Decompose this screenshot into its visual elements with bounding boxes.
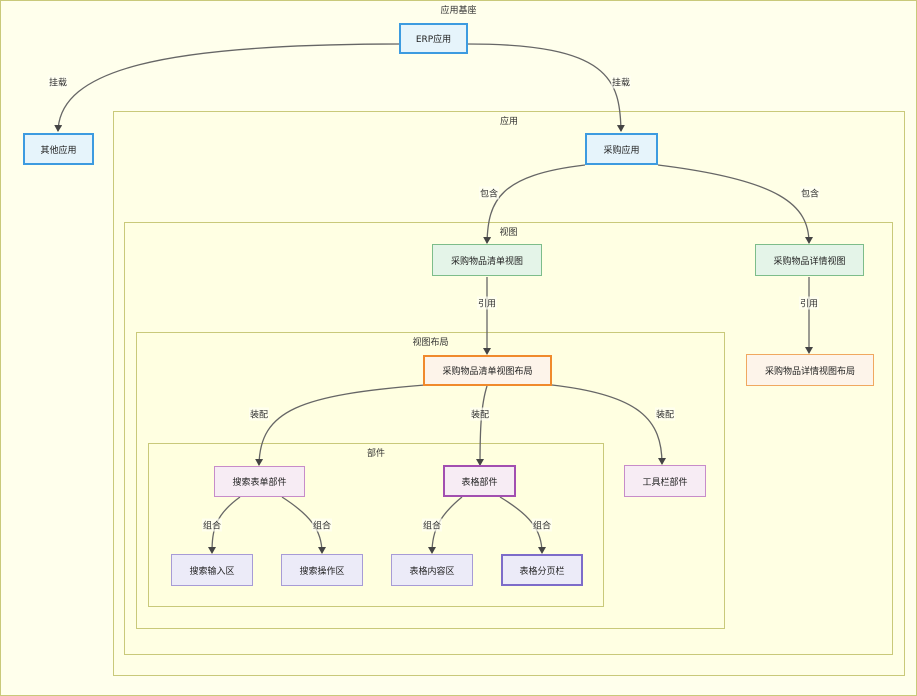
node-detail-layout: 采购物品详情视图布局: [746, 354, 874, 386]
cluster-app-base-title: 应用基座: [440, 6, 477, 16]
edge-label-contain-left: 包含: [478, 186, 500, 200]
edge-label-compose-4: 组合: [531, 518, 553, 532]
node-table-content-label: 表格内容区: [409, 566, 455, 577]
edge-label-mount-right: 挂载: [610, 75, 632, 89]
edge-erp-other: [54, 43, 401, 132]
node-purchase-app: 采购应用: [585, 133, 658, 165]
node-erp-app-label: ERP应用: [415, 35, 452, 45]
edge-label-assemble-right: 装配: [654, 407, 676, 421]
node-table: 表格部件: [443, 465, 516, 497]
node-table-pager-label: 表格分页栏: [519, 566, 565, 577]
cluster-component-title: 部件: [366, 449, 385, 459]
node-search-form: 搜索表单部件: [214, 466, 305, 497]
edge-label-assemble-left: 装配: [248, 407, 270, 421]
node-list-view-label: 采购物品清单视图: [450, 256, 523, 267]
node-list-view: 采购物品清单视图: [432, 244, 542, 276]
node-list-layout: 采购物品清单视图布局: [423, 355, 552, 386]
edge-layout-searchform: [255, 384, 426, 466]
node-toolbar: 工具栏部件: [624, 465, 706, 497]
node-table-label: 表格部件: [461, 477, 498, 488]
node-detail-layout-label: 采购物品详情视图布局: [764, 366, 855, 377]
edge-label-compose-2: 组合: [311, 518, 333, 532]
edge-label-compose-1: 组合: [201, 518, 223, 532]
edge-label-mount-left: 挂载: [47, 75, 69, 89]
node-search-form-label: 搜索表单部件: [232, 478, 287, 488]
edge-label-compose-3: 组合: [421, 518, 443, 532]
cluster-view-title: 视图: [499, 228, 518, 238]
cluster-view-layout-title: 视图布局: [412, 338, 449, 348]
node-table-content: 表格内容区: [391, 554, 473, 586]
node-other-app: 其他应用: [23, 133, 94, 165]
edge-label-assemble-mid: 装配: [469, 407, 491, 421]
edge-label-reference-left: 引用: [476, 296, 498, 310]
edge-erp-purchase: [467, 43, 625, 132]
node-table-pager: 表格分页栏: [501, 554, 583, 586]
node-purchase-app-label: 采购应用: [603, 145, 640, 156]
node-search-action: 搜索操作区: [281, 554, 363, 586]
edge-purchase-listview: [483, 164, 586, 244]
edge-purchase-detailview: [657, 164, 813, 244]
node-detail-view-label: 采购物品详情视图: [773, 256, 846, 267]
edge-label-contain-right: 包含: [799, 186, 821, 200]
cluster-app-title: 应用: [499, 117, 518, 127]
edge-layout-toolbar: [551, 384, 666, 465]
node-other-app-label: 其他应用: [40, 145, 77, 156]
node-search-input: 搜索输入区: [171, 554, 253, 586]
node-detail-view: 采购物品详情视图: [755, 244, 864, 276]
node-list-layout-label: 采购物品清单视图布局: [442, 367, 533, 377]
edge-layout-table: [476, 385, 488, 466]
node-erp-app: ERP应用: [399, 23, 468, 54]
edge-label-reference-right: 引用: [798, 296, 820, 310]
node-search-input-label: 搜索输入区: [189, 566, 235, 577]
node-toolbar-label: 工具栏部件: [642, 477, 688, 488]
node-search-action-label: 搜索操作区: [299, 566, 345, 577]
